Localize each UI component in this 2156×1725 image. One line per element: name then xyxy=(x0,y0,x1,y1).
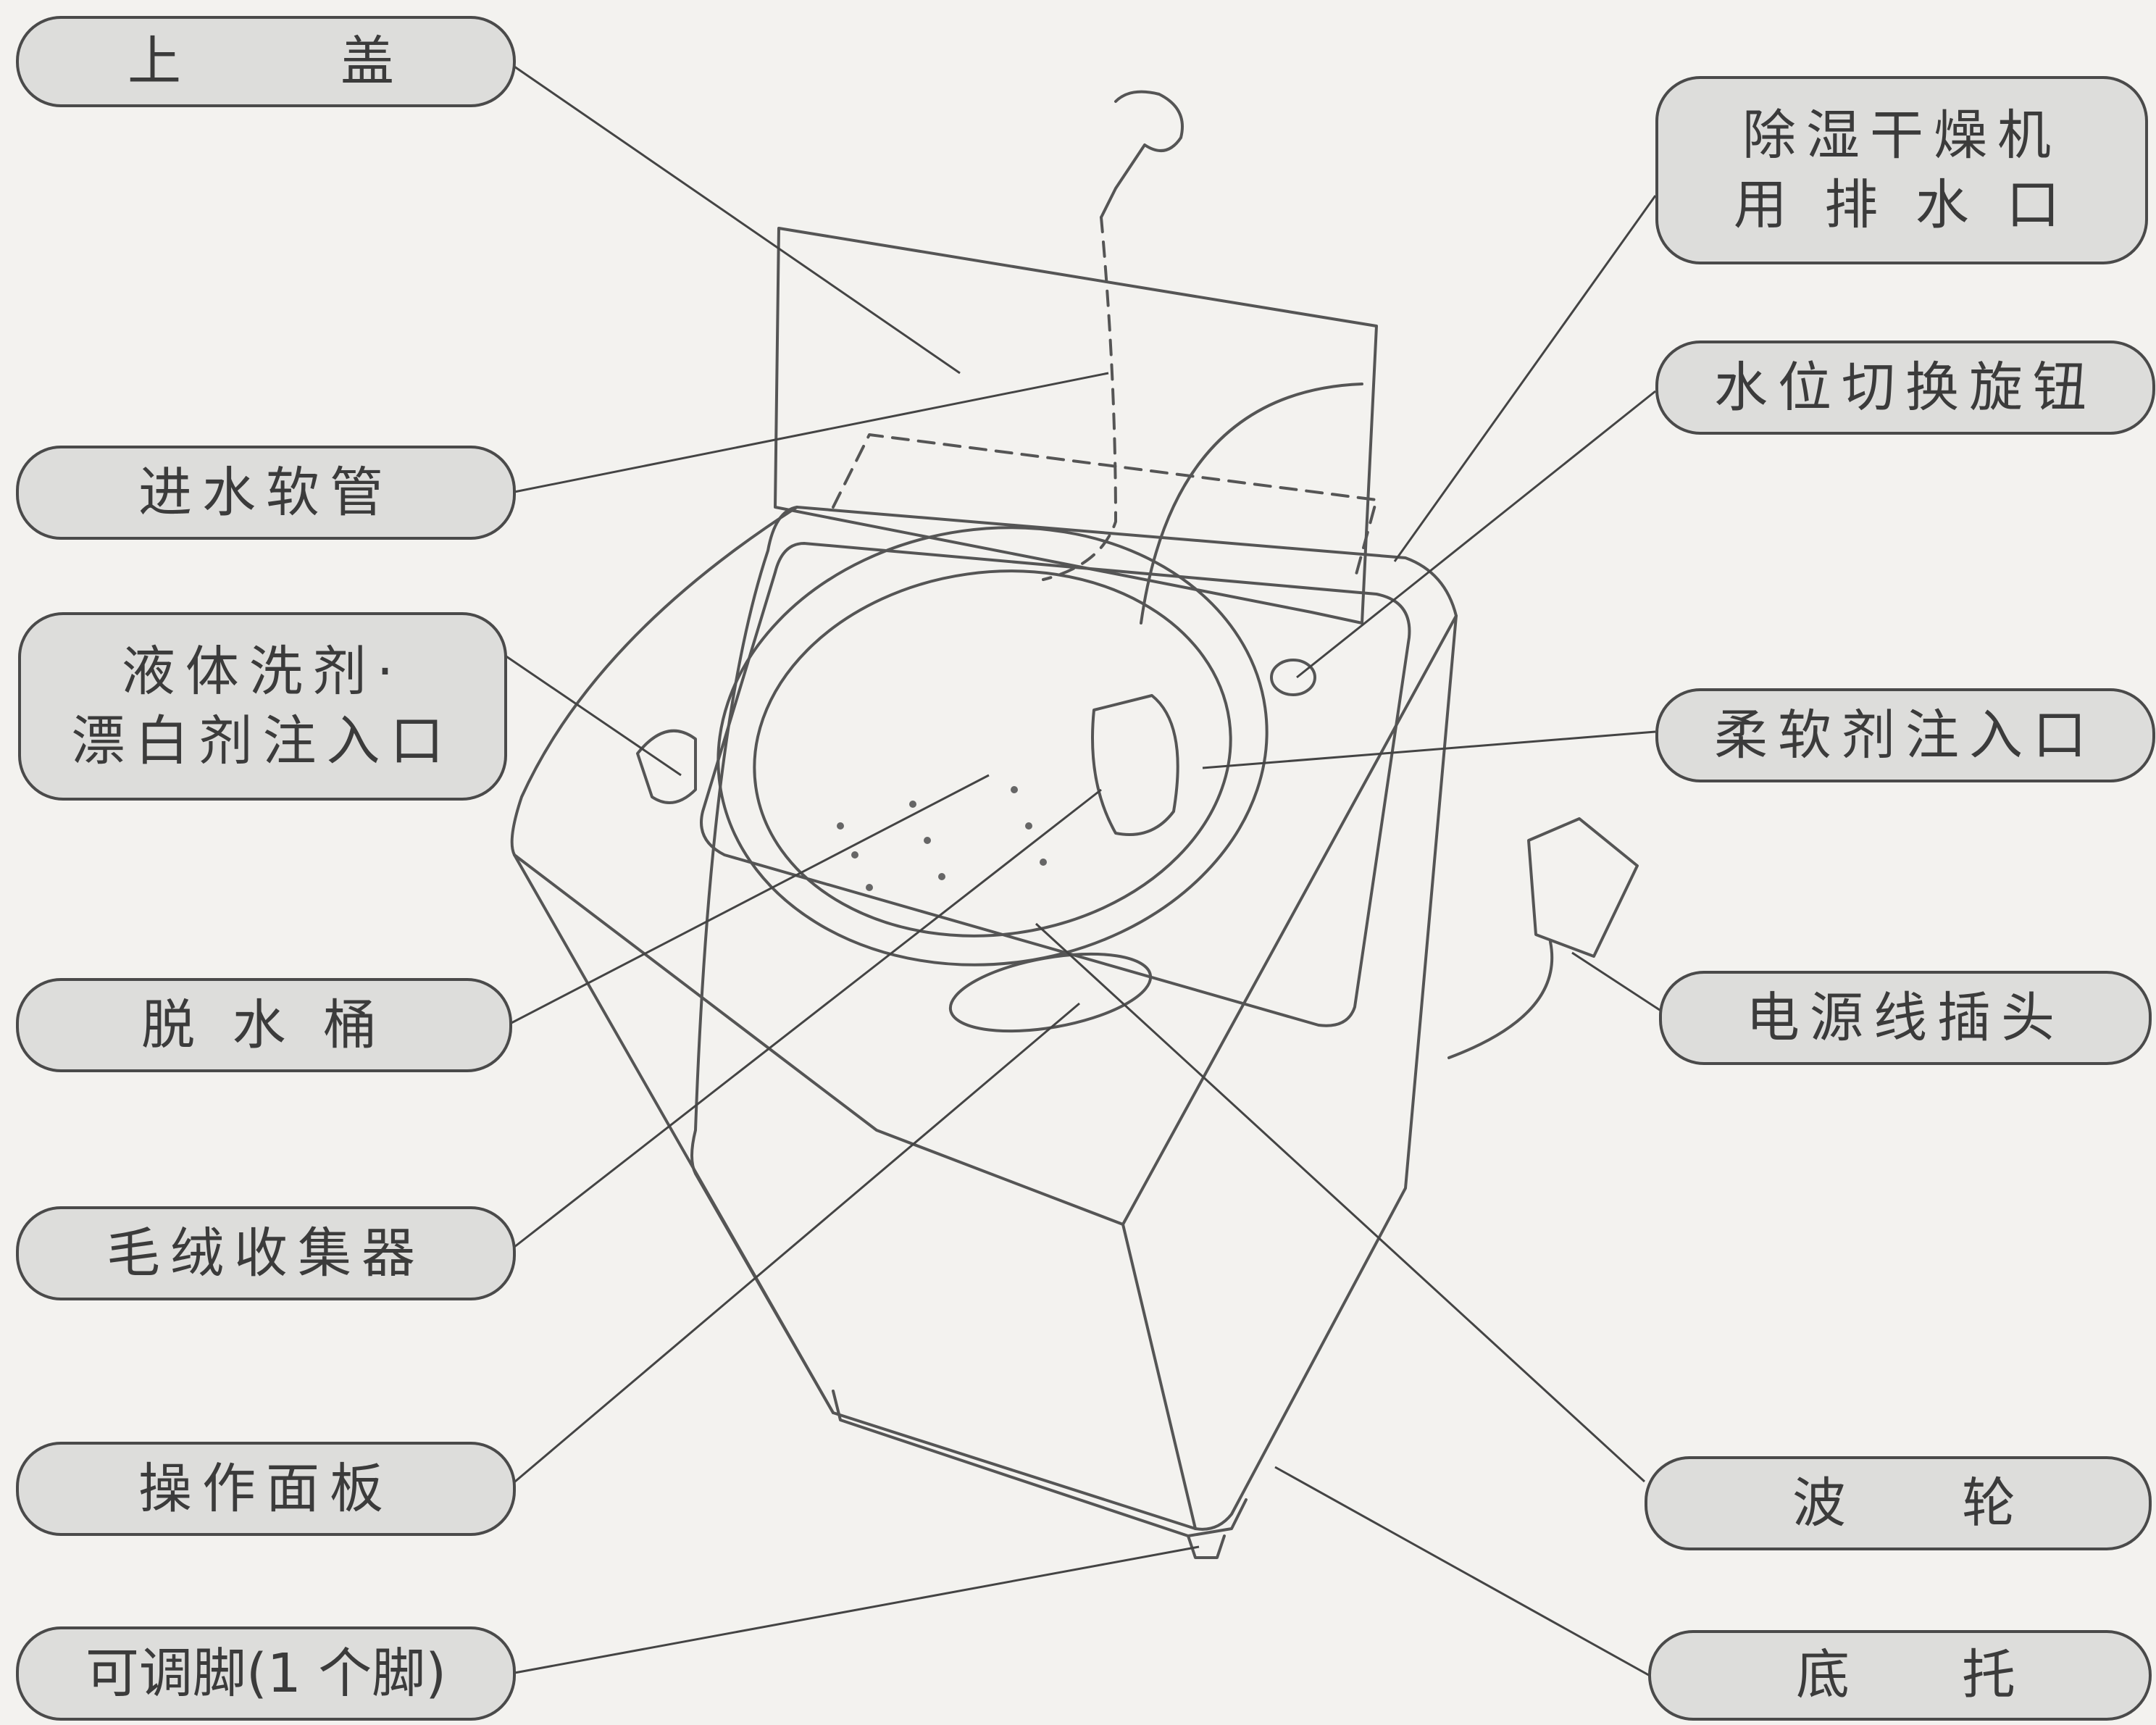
water-level-knob-shape xyxy=(1270,659,1316,696)
label-water-level-knob: 水位切换旋钮 xyxy=(1655,341,2155,435)
lid-inner-curve xyxy=(1140,383,1363,625)
cabinet-left-side xyxy=(510,506,798,856)
inlet-hose-shape xyxy=(1042,216,1117,581)
leader-control-panel xyxy=(510,1002,1080,1487)
cabinet-front-edge xyxy=(513,853,1124,1226)
label-control-panel: 操作面板 xyxy=(16,1442,516,1536)
label-base: 底托 xyxy=(1648,1630,2152,1721)
softener-cap xyxy=(1091,694,1179,836)
power-outlet xyxy=(1527,817,1639,958)
dashed-inner-outline xyxy=(832,433,1378,581)
detergent-inlet-shape xyxy=(636,729,697,804)
leader-lid xyxy=(506,60,961,375)
leader-spin-tub xyxy=(506,774,990,1027)
control-panel-shape xyxy=(948,952,1153,1033)
leader-inlet-hose xyxy=(510,372,1109,494)
label-softener-inlet: 柔软剂注入口 xyxy=(1655,688,2155,782)
lid-raised xyxy=(774,227,1378,625)
adjustable-foot-shape xyxy=(1187,1534,1226,1559)
base-tray xyxy=(832,1390,1248,1537)
leader-knob xyxy=(1296,390,1656,679)
leader-foot xyxy=(510,1545,1200,1675)
label-dehumidifier-drain: 除湿干燥机 用 排 水 口 xyxy=(1655,76,2148,264)
label-lint-collector: 毛绒收集器 xyxy=(16,1206,516,1300)
cabinet-right-lower xyxy=(1121,1223,1197,1530)
label-pulsator: 波轮 xyxy=(1645,1456,2152,1550)
leader-drain xyxy=(1393,195,1657,562)
leader-pulsator xyxy=(1035,922,1646,1483)
power-cord xyxy=(1447,940,1554,1059)
label-inlet-hose: 进水软管 xyxy=(16,446,516,540)
label-lid: 上盖 xyxy=(16,16,516,107)
label-liquid-detergent: 液体洗剂· 漂白剂注入口 xyxy=(18,612,507,801)
label-adjustable-foot: 可调脚(1 个脚) xyxy=(16,1626,516,1721)
faucet xyxy=(1100,90,1184,219)
cabinet-left-lower xyxy=(513,853,835,1414)
top-inner-outline xyxy=(700,542,1411,1027)
leader-lint xyxy=(510,788,1102,1251)
cabinet-right-side xyxy=(1121,614,1458,1226)
leader-plug xyxy=(1571,951,1667,1016)
label-spin-tub: 脱 水 桶 xyxy=(16,978,512,1072)
leader-base xyxy=(1274,1466,1660,1682)
label-power-plug: 电源线插头 xyxy=(1659,971,2152,1065)
leader-detergent xyxy=(499,651,682,777)
spin-tub-rim xyxy=(716,526,1269,966)
spin-tub-inner xyxy=(753,569,1232,937)
leader-softener xyxy=(1202,730,1656,769)
